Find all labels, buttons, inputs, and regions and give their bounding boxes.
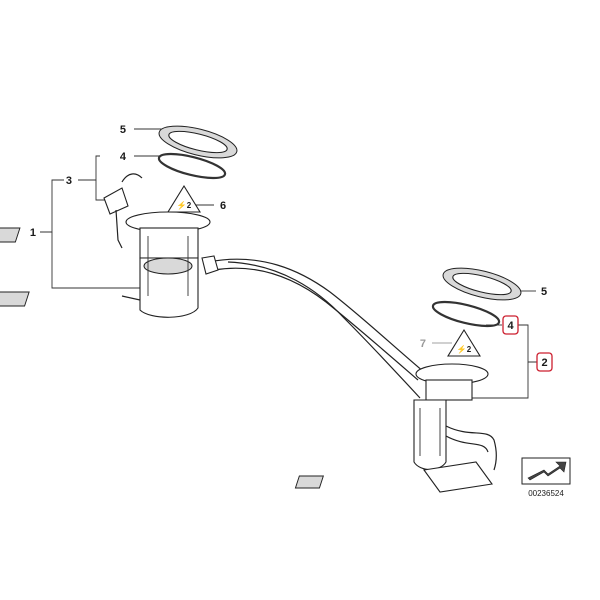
part-number: 00236524 [528, 489, 564, 498]
right-warning-label: ⚡2 [457, 344, 472, 354]
right-warning-triangle: ⚡2 [447, 328, 481, 357]
reference-arrow-icon [527, 461, 567, 481]
callout-right-7: 7 [420, 338, 426, 350]
right-o-ring [431, 300, 501, 328]
leader-right-2-upper [518, 324, 538, 363]
leader-left-1-lower [51, 232, 140, 289]
leader-left-3-upper [78, 155, 100, 181]
callout-left-4: 4 [120, 151, 127, 163]
left-ring-seal [158, 125, 238, 159]
callout-right-4: 4 [507, 320, 514, 332]
right-pump-assembly [294, 363, 497, 493]
right-ring-seal [442, 267, 522, 301]
left-warning-triangle: ⚡2 [167, 184, 201, 213]
callout-left-6: 6 [220, 200, 226, 212]
leader-left-1-upper [40, 179, 64, 233]
callout-left-3: 3 [66, 175, 72, 187]
left-o-ring [157, 152, 227, 180]
leader-left-3-lower [95, 180, 108, 201]
left-warning-label: ⚡2 [177, 200, 192, 210]
left-level-sender [0, 173, 143, 249]
diagram-reference-box: 00236524 [521, 457, 571, 498]
left-pump-assembly [0, 211, 211, 318]
callout-right-2-highlight: 2 [536, 352, 553, 372]
callout-right-5: 5 [541, 286, 547, 298]
callout-left-1: 1 [30, 227, 36, 239]
fuel-line-hoses [201, 255, 425, 399]
callout-left-5: 5 [120, 124, 126, 136]
leader-right-2-lower [470, 362, 529, 399]
callout-right-4-highlight: 4 [502, 315, 519, 335]
callout-right-2: 2 [541, 357, 547, 369]
